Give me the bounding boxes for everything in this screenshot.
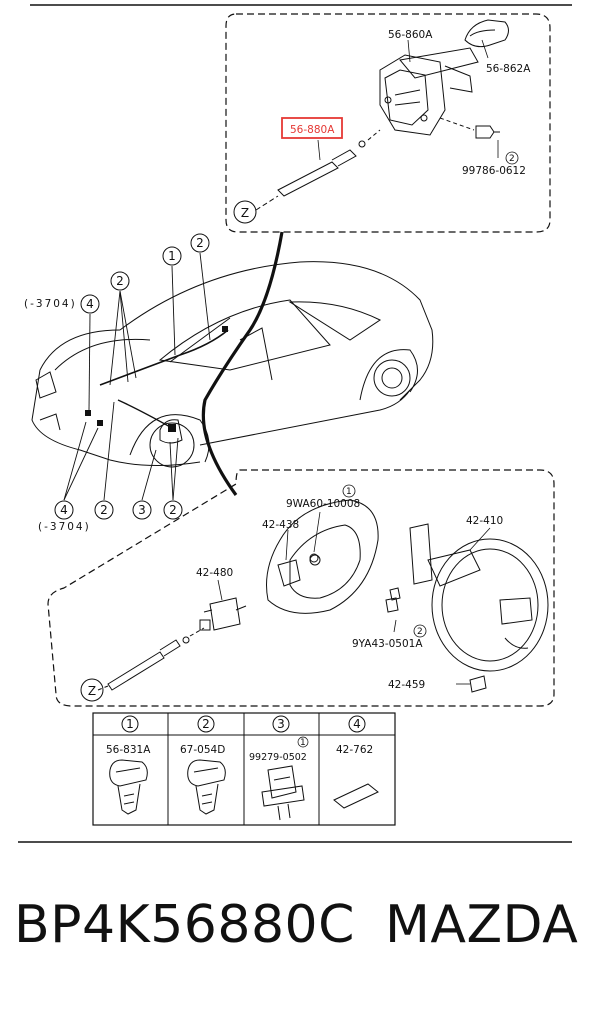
svg-text:4: 4	[353, 717, 361, 731]
legend-cell-4: 4 42-762	[333, 715, 379, 809]
qty-99786: 2	[509, 154, 515, 164]
callout-3: 3	[132, 500, 152, 520]
svg-text:56-831A: 56-831A	[106, 744, 151, 756]
callout-2-top: 2	[190, 233, 210, 253]
label-9YA43-0501A: 9YA43-0501A	[352, 638, 423, 650]
label-9WA60-10008: 9WA60-10008	[286, 498, 360, 510]
parts-diagram: 56-860A 56-862A 56-880A 2 99786-0612 Z	[18, 4, 572, 843]
callout-2-bottom-b: 2	[163, 500, 183, 520]
svg-text:2: 2	[196, 236, 204, 250]
hinge-bolt-drawing	[385, 587, 401, 613]
svg-text:67-054D: 67-054D	[180, 744, 225, 756]
label-56-880A: 56-880A	[290, 124, 335, 136]
label-42-410: 42-410	[466, 515, 503, 527]
part-number: BP4K56880C	[14, 895, 355, 955]
release-cable-drawing	[255, 129, 381, 211]
qty-9WA60: 1	[346, 487, 352, 497]
callout-4-bottom: 4	[54, 500, 74, 520]
svg-text:4: 4	[60, 503, 68, 517]
callout-leaders	[63, 252, 211, 501]
view-marker-z-bottom-label: Z	[88, 684, 96, 698]
qty-9YA43: 2	[417, 627, 423, 637]
svg-text:3: 3	[277, 717, 285, 731]
label-42-438: 42-438	[262, 519, 299, 531]
note-top-3704: (-3704)	[24, 298, 77, 310]
svg-text:2: 2	[202, 717, 210, 731]
fastener-legend-table: 1 56-831A 2 67-054D 3	[92, 712, 396, 826]
callout-1: 1	[162, 246, 182, 266]
cable-routing-line	[201, 231, 284, 496]
label-42-480: 42-480	[196, 567, 233, 579]
qty-circle-99786	[505, 151, 519, 165]
svg-text:99279-0502: 99279-0502	[249, 752, 307, 763]
qty-circle-9WA60	[342, 484, 356, 498]
svg-text:2: 2	[116, 274, 124, 288]
label-56-860A: 56-860A	[388, 29, 433, 41]
callout-4-top: 4	[80, 294, 100, 314]
fuel-lid-detail-box: 1 9WA60-10008 42-438 42-410 42-480 2 9YA…	[47, 469, 555, 707]
svg-text:3: 3	[138, 503, 146, 517]
svg-text:4: 4	[86, 297, 94, 311]
caption: BP4K56880C MAZDA	[0, 895, 600, 975]
release-handle-drawing	[464, 19, 509, 48]
lid-opener-drawing	[199, 597, 247, 631]
cable-run-to-fuel	[117, 399, 173, 429]
latch-assembly-drawing	[379, 47, 479, 136]
label-99786-0612: 99786-0612	[462, 165, 526, 177]
bolt-drawing	[439, 117, 500, 139]
legend-cell-3: 3 1 99279-0502	[249, 715, 309, 821]
qty-circle-9YA43	[413, 624, 427, 638]
legend-cell-1: 1 56-831A	[106, 715, 151, 815]
fuel-housing-drawing	[266, 499, 379, 614]
svg-text:42-762: 42-762	[336, 744, 373, 756]
fuel-lid-drawing	[409, 523, 549, 672]
svg-text:1: 1	[300, 738, 306, 748]
opener-cable-drawing	[97, 627, 205, 691]
cable-run-to-rear	[99, 329, 229, 386]
legend-cell-2: 2 67-054D	[180, 715, 226, 815]
liftgate-latch-detail-box: 56-860A 56-862A 56-880A 2 99786-0612 Z	[225, 13, 551, 233]
screw-drawing	[309, 553, 319, 563]
clip-markers	[85, 326, 228, 432]
car-body-drawing	[31, 261, 434, 468]
callout-2-left: 2	[110, 271, 130, 291]
svg-text:1: 1	[126, 717, 134, 731]
label-56-862A: 56-862A	[486, 63, 531, 75]
svg-text:2: 2	[100, 503, 108, 517]
brand-name: MAZDA	[385, 895, 579, 955]
nut-drawing	[469, 675, 487, 693]
label-42-459: 42-459	[388, 679, 425, 691]
highlight-box-56-880A	[281, 117, 343, 139]
view-marker-z-top-label: Z	[241, 206, 249, 220]
svg-text:1: 1	[168, 249, 176, 263]
view-marker-z-bottom	[80, 678, 104, 702]
svg-text:2: 2	[169, 503, 177, 517]
view-marker-z-top	[233, 200, 257, 224]
callout-2-bottom-a: 2	[94, 500, 114, 520]
note-bottom-3704: (-3704)	[38, 521, 91, 533]
